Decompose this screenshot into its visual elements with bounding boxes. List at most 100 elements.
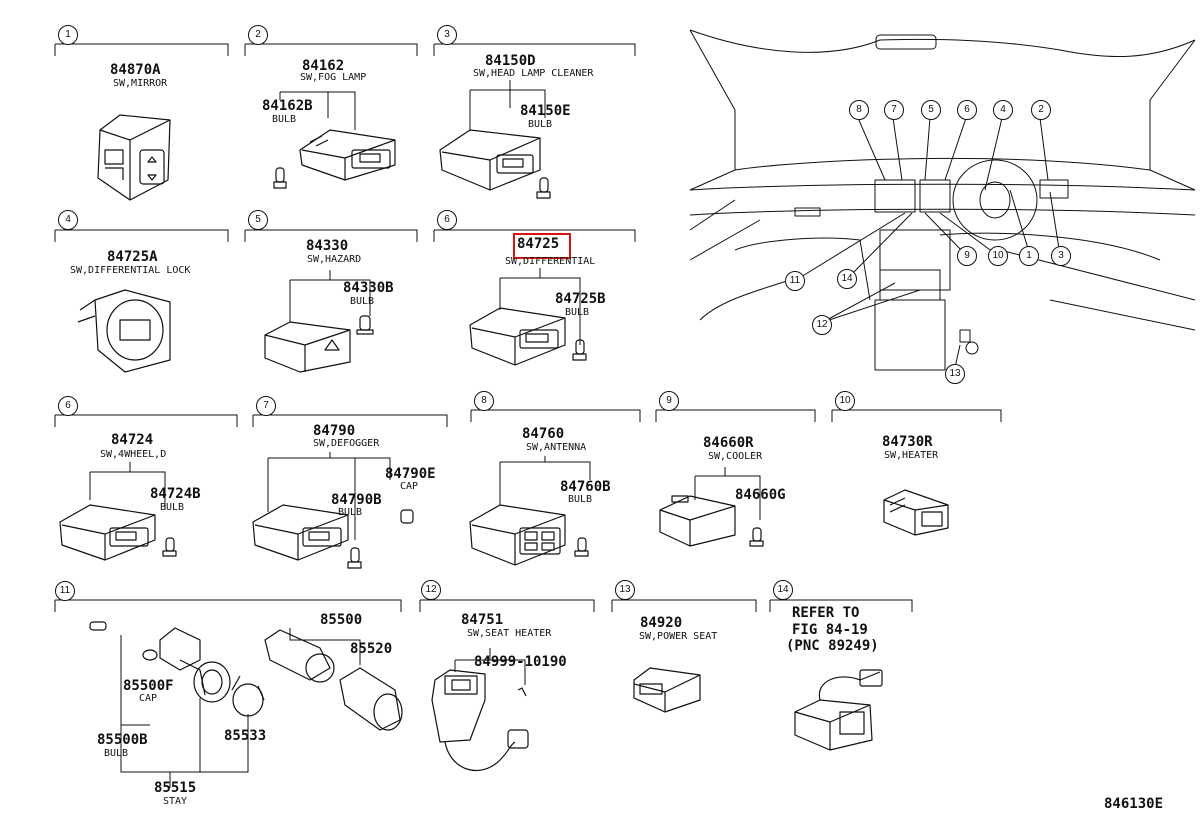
bulb-84724B-drawing [162, 537, 177, 557]
part-number-label: 84150E [520, 103, 571, 119]
part-number-label: 84660G [735, 487, 786, 503]
part-description: CAP [400, 481, 419, 492]
part-number-label: 85500B [97, 732, 148, 748]
part-number-label: 84724 [111, 432, 154, 448]
part-description: SW,DIFFERENTIAL LOCK [70, 265, 191, 276]
section-6-marker: 6 [437, 210, 457, 230]
4wheel-switch-drawing [59, 504, 156, 561]
part-description: SW,ANTENNA [526, 442, 587, 453]
diff-lock-switch-drawing [77, 289, 171, 373]
section-14-marker: 14 [773, 580, 793, 600]
part-description: BULB [272, 114, 297, 125]
dash-callout: 2 [1031, 100, 1051, 120]
part-number-label: 85515 [154, 780, 197, 796]
part-number-label: 84725B [555, 291, 606, 307]
section-5-marker: 5 [248, 210, 268, 230]
dash-callout: 3 [1051, 246, 1071, 266]
section-12-marker: 12 [421, 580, 441, 600]
figure-id: 846130E [1104, 796, 1164, 812]
highlight-box-84725 [513, 233, 571, 259]
part-description: SW,SEAT HEATER [467, 628, 552, 639]
section-1-marker: 1 [58, 25, 78, 45]
bulb-84725B-drawing [572, 339, 587, 361]
part-description: BULB [338, 507, 363, 518]
section-2-marker: 2 [248, 25, 268, 45]
section-7-marker: 7 [256, 396, 276, 416]
heater-switch-drawing [883, 489, 949, 536]
part-description: BULB [528, 119, 553, 130]
part-description: BULB [350, 296, 375, 307]
section-9-marker: 9 [659, 391, 679, 411]
dash-callout: 13 [945, 364, 965, 384]
lighter-plug-drawing [264, 629, 403, 731]
dash-callout: 4 [993, 100, 1013, 120]
part-description: STAY [163, 796, 188, 807]
part-description: SW,4WHEEL,D [100, 449, 167, 460]
dash-callout: 5 [921, 100, 941, 120]
part-number-label: 84730R [882, 434, 933, 450]
part-number-label: 84724B [150, 486, 201, 502]
dash-callout: 9 [957, 246, 977, 266]
bulb-84660G-drawing [749, 527, 764, 547]
part-number-label: 84999-10190 [474, 654, 567, 670]
dash-callout: 8 [849, 100, 869, 120]
lighter-socket-drawing [159, 627, 265, 717]
head-lamp-cleaner-switch-drawing [439, 129, 541, 191]
part-description: SW,HEATER [884, 450, 939, 461]
cooler-switch-drawing [659, 495, 736, 547]
part-number-label: 85500 [320, 612, 363, 628]
dash-callout: 14 [837, 269, 857, 289]
part-number-label: 84660R [703, 435, 754, 451]
part-description: CAP [139, 693, 158, 704]
part-number-label: 84150D [485, 53, 536, 69]
part-description: BULB [104, 748, 129, 759]
hazard-switch-drawing [264, 321, 351, 373]
cap-85500F-drawing [142, 649, 158, 661]
part-number-label: 84330B [343, 280, 394, 296]
part-number-label: 84760 [522, 426, 565, 442]
dash-callout: 6 [957, 100, 977, 120]
antenna-switch-drawing [469, 504, 566, 566]
refer-text: FIG 84-19 [792, 622, 868, 638]
bulb-84150E-drawing [536, 177, 551, 199]
bulb-84760B-drawing [574, 537, 589, 557]
section-10-marker: 10 [835, 391, 855, 411]
section-8-marker: 8 [474, 391, 494, 411]
bulb-84790B-drawing [347, 547, 362, 569]
part-number-label: 84790B [331, 492, 382, 508]
defogger-switch-drawing [252, 504, 349, 561]
bulb-84330B-drawing [356, 315, 374, 335]
part-description: SW,COOLER [708, 451, 763, 462]
section-3-marker: 3 [437, 25, 457, 45]
dash-callout: 7 [884, 100, 904, 120]
part-number-label: 84330 [306, 238, 349, 254]
part-number-label: 84760B [560, 479, 611, 495]
section-11-marker: 11 [55, 581, 75, 601]
part-number-label: 84751 [461, 612, 504, 628]
mirror-switch-drawing [97, 114, 171, 201]
part-description: SW,DEFOGGER [313, 438, 380, 449]
part-number-label-highlighted: 84725 [517, 236, 560, 252]
section-4-marker: 4 [58, 210, 78, 230]
part-number-label: 84790 [313, 423, 356, 439]
section-6b-marker: 6 [58, 396, 78, 416]
part-number-label: 84725A [107, 249, 158, 265]
part-description: SW,HEAD LAMP CLEANER [473, 68, 594, 79]
part-description: SW,HAZARD [307, 254, 362, 265]
part-number-label: 84870A [110, 62, 161, 78]
part-description: BULB [565, 307, 590, 318]
dashboard-overview-drawing [689, 29, 1196, 371]
part-description: SW,POWER SEAT [639, 631, 718, 642]
part-number-label: 84162B [262, 98, 313, 114]
dash-callout: 12 [812, 315, 832, 335]
dash-callout: 10 [988, 246, 1008, 266]
part-number-label: 84162 [302, 58, 345, 74]
part-number-label: 85500F [123, 678, 174, 694]
refer-text: (PNC 89249) [786, 638, 879, 654]
part-description: SW,FOG LAMP [300, 72, 367, 83]
seat-heater-switch-drawing [431, 669, 529, 771]
bulb-85500B-drawing [89, 621, 107, 631]
part-description: BULB [160, 502, 185, 513]
dash-callout: 1 [1019, 246, 1039, 266]
part-number-label: 85533 [224, 728, 267, 744]
